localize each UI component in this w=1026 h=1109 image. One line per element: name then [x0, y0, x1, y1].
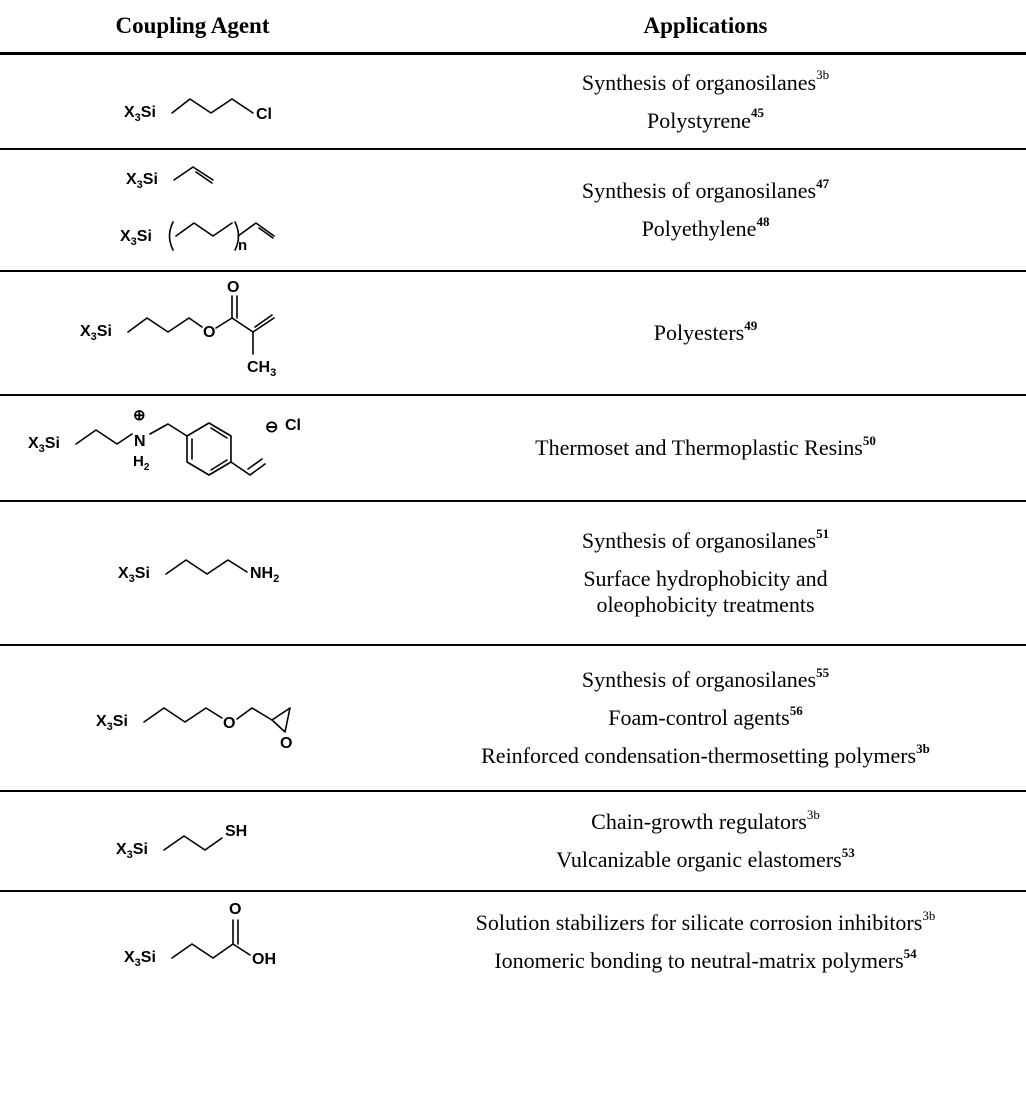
svg-text:X3Si: X3Si: [28, 435, 60, 455]
svg-text:n: n: [238, 237, 247, 254]
applications-cell: Synthesis of organosilanes51 Surface hyd…: [385, 502, 1026, 644]
structure-carboxyethyl-silane: X3Si O OH: [0, 892, 385, 1109]
list-item: Ionomeric bonding to neutral-matrix poly…: [494, 945, 917, 973]
table-row: X3Si O O Synthesis of organosilanes55 Fo…: [0, 646, 1026, 790]
svg-text:NH2: NH2: [250, 565, 279, 585]
svg-text:OH: OH: [252, 951, 276, 968]
row-rule: [0, 394, 1026, 396]
svg-text:X3Si: X3Si: [118, 565, 150, 585]
list-item: Synthesis of organosilanes47: [581, 175, 830, 203]
svg-text:X3Si: X3Si: [120, 228, 152, 248]
list-item: Polyethylene48: [641, 213, 770, 241]
table-row: X3Si Cl Synthesis of organosilanes3b Pol…: [0, 55, 1026, 148]
svg-text:⊕: ⊕: [133, 407, 146, 424]
svg-text:SH: SH: [225, 823, 247, 840]
x3si-label: X3Si: [124, 104, 156, 124]
applications-cell: Thermoset and Thermoplastic Resins50: [385, 396, 1026, 500]
row-rule: [0, 644, 1026, 646]
svg-text:O: O: [227, 279, 239, 296]
row-rule: [0, 500, 1026, 502]
svg-text:X3Si: X3Si: [124, 949, 156, 969]
list-item: Reinforced condensation-thermosetting po…: [481, 740, 930, 768]
table-row: X3Si SH Chain-growth regulators3b Vulcan…: [0, 792, 1026, 890]
row-rule: [0, 890, 1026, 892]
svg-text:⊖: ⊖: [265, 419, 278, 436]
applications-cell: Synthesis of organosilanes47 Polyethylen…: [385, 150, 1026, 270]
list-item: Synthesis of organosilanes51: [581, 525, 830, 553]
svg-text:O: O: [203, 324, 215, 341]
row-rule: [0, 270, 1026, 272]
list-item: Vulcanizable organic elastomers53: [556, 844, 855, 872]
table-row: X3Si X3Si n Synthesis of organosilanes47…: [0, 150, 1026, 270]
structure-mercaptoethyl-silane: X3Si SH: [0, 792, 385, 890]
applications-cell: Synthesis of organosilanes55 Foam-contro…: [385, 646, 1026, 790]
list-item: Polystyrene45: [647, 105, 764, 133]
header-rule: [0, 52, 1026, 55]
svg-text:N: N: [134, 433, 146, 450]
list-item: Synthesis of organosilanes3b: [581, 67, 830, 95]
applications-cell: Chain-growth regulators3b Vulcanizable o…: [385, 792, 1026, 890]
structure-alkenyl-silane: X3Si X3Si n: [0, 150, 385, 270]
applications-cell: Synthesis of organosilanes3b Polystyrene…: [385, 55, 1026, 148]
table-row: X3Si O O CH3 Polyesters49: [0, 272, 1026, 394]
list-item: Solution stabilizers for silicate corros…: [475, 907, 936, 935]
svg-text:H2: H2: [133, 453, 150, 473]
table-row: X3Si N ⊕ H2 ⊖ Cl Thermoset and Thermopla…: [0, 396, 1026, 500]
cl-label: Cl: [256, 106, 272, 123]
svg-text:X3Si: X3Si: [96, 713, 128, 733]
structure-glycidoxypropyl-silane: X3Si O O: [0, 646, 385, 790]
applications-cell: Solution stabilizers for silicate corros…: [385, 892, 1026, 992]
applications-cell: Polyesters49: [385, 272, 1026, 394]
header-applications: Applications: [643, 13, 768, 38]
row-rule: [0, 790, 1026, 792]
list-item: Foam-control agents56: [608, 702, 803, 730]
svg-text:X3Si: X3Si: [126, 171, 158, 191]
svg-text:Cl: Cl: [285, 417, 301, 434]
list-item: Surface hydrophobicity and oleophobicity…: [583, 566, 828, 617]
structure-aminopropyl-silane: X3Si NH2: [0, 502, 385, 644]
structure-vinylbenzylammonium-silane: X3Si N ⊕ H2 ⊖ Cl: [0, 396, 385, 500]
svg-text:X3Si: X3Si: [80, 323, 112, 343]
list-item: Thermoset and Thermoplastic Resins50: [535, 432, 876, 460]
svg-text:O: O: [280, 735, 292, 752]
header-coupling-agent: Coupling Agent: [115, 13, 270, 38]
list-item: Synthesis of organosilanes55: [581, 664, 830, 692]
svg-text:X3Si: X3Si: [116, 841, 148, 861]
structure-methacryloxypropyl-silane: X3Si O O CH3: [0, 272, 385, 394]
table-row: X3Si O OH Solution stabilizers for silic…: [0, 892, 1026, 1109]
row-rule: [0, 148, 1026, 150]
list-item: Polyesters49: [653, 317, 758, 345]
svg-text:O: O: [223, 715, 235, 732]
list-item: Chain-growth regulators3b: [591, 806, 820, 834]
svg-text:CH3: CH3: [247, 359, 276, 379]
structure-chloropropyl-silane: X3Si Cl: [0, 55, 385, 148]
svg-text:O: O: [229, 901, 241, 918]
table-row: X3Si NH2 Synthesis of organosilanes51 Su…: [0, 502, 1026, 644]
